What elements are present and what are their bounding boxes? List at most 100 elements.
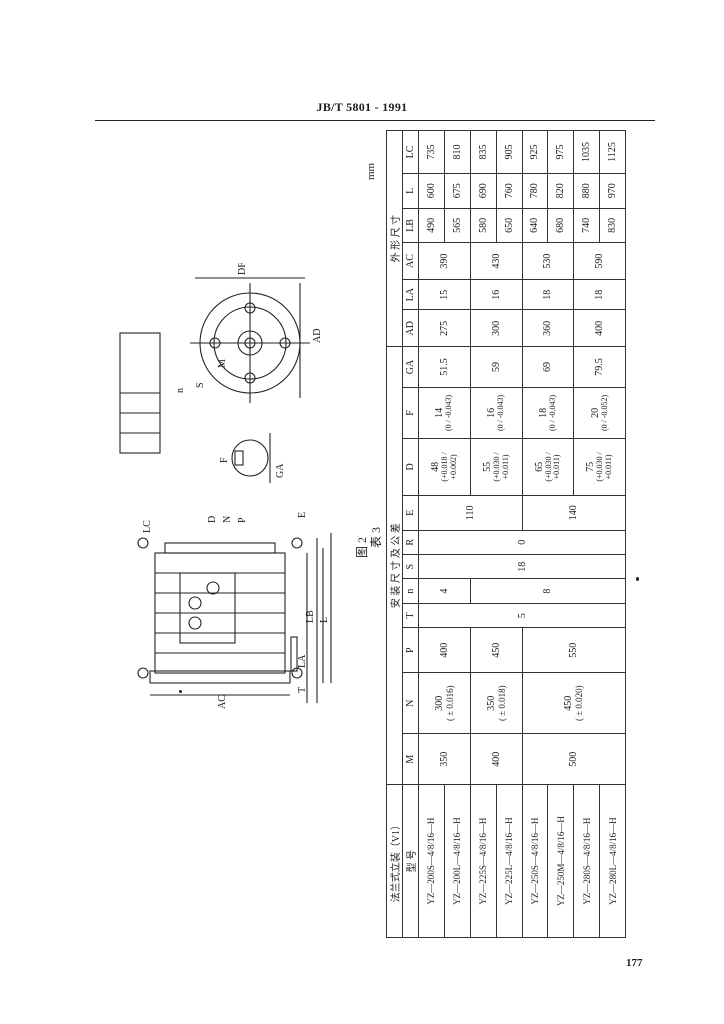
l-cell: 970 — [599, 173, 626, 209]
lb-cell: 680 — [547, 208, 574, 243]
ink-speck — [636, 577, 639, 581]
rotated-page-content: AC LB L LC LA T E D N P — [95, 128, 630, 938]
col-header: M — [402, 733, 419, 785]
label-ad: AD — [312, 329, 323, 343]
col-model: 型 号 — [402, 784, 419, 938]
corner-title: 法兰式立装（V1） — [386, 784, 403, 938]
unit-label: mm — [365, 162, 377, 180]
col-header: R — [402, 530, 419, 555]
shaft-extension — [290, 636, 298, 672]
label-t: T — [297, 687, 308, 693]
ac-cell: 390 — [418, 242, 471, 280]
ad-cell: 275 — [418, 309, 471, 347]
table-header-row-2: 型 号 M N P T n S R E D F GA AD LA AC LB L… — [402, 130, 419, 938]
col-header: L — [402, 173, 419, 209]
label-n: N — [222, 516, 233, 523]
p-cell: 450 — [470, 627, 522, 673]
l-cell: 690 — [470, 173, 497, 209]
document-header: JB/T 5801 - 1991 — [316, 100, 408, 114]
e-cell: 140 — [522, 495, 626, 531]
lc-cell: 905 — [496, 130, 522, 174]
col-header: N — [402, 672, 419, 734]
lc-cell: 925 — [522, 130, 548, 174]
lc-cell: 1035 — [573, 130, 600, 174]
flange-outline — [149, 670, 291, 684]
lb-cell: 490 — [418, 208, 445, 243]
n-count-cell: 8 — [470, 578, 626, 604]
model-cell: YZ—280L—4/8/16—H — [599, 784, 626, 938]
model-cell: YZ—280S—4/8/16—H — [573, 784, 600, 938]
header-rule — [95, 120, 655, 121]
col-header: n — [402, 578, 419, 604]
la-cell: 18 — [522, 279, 574, 310]
label-f: F — [219, 457, 230, 463]
lb-cell: 580 — [470, 208, 497, 243]
d-cell: 65(+0.030 / +0.011) — [522, 438, 574, 496]
l-cell: 675 — [444, 173, 471, 209]
model-cell: YZ—200S—4/8/16—H — [418, 784, 445, 938]
lb-cell: 640 — [522, 208, 548, 243]
lb-cell: 830 — [599, 208, 626, 243]
motor-end-view-drawing: AD DF S M n GA F — [119, 263, 323, 483]
ad-cell: 400 — [573, 309, 626, 347]
l-cell: 820 — [547, 173, 574, 209]
ga-cell: 51.5 — [418, 346, 471, 388]
model-cell: YZ—225S—4/8/16—H — [470, 784, 497, 938]
d-cell: 48(+0.018 / +0.002) — [418, 438, 471, 496]
label-d: D — [207, 516, 218, 523]
ga-cell: 79.5 — [573, 346, 626, 388]
shaft-section — [231, 439, 269, 477]
label-ac: AC — [217, 695, 228, 709]
label-l: L — [319, 617, 330, 623]
col-header: F — [402, 387, 419, 439]
lc-cell: 835 — [470, 130, 497, 174]
l-cell: 780 — [522, 173, 548, 209]
label-lc: LC — [142, 520, 153, 533]
d-cell: 75(+0.030 / +0.011) — [573, 438, 626, 496]
lb-cell: 650 — [496, 208, 522, 243]
n-count-cell: 4 — [418, 578, 471, 604]
lc-cell: 810 — [444, 130, 471, 174]
ga-cell: 69 — [522, 346, 574, 388]
ink-speck — [179, 690, 182, 693]
motor-side-view-drawing: AC LB L LC LA T E D N P — [137, 512, 332, 709]
page-number: 177 — [626, 957, 643, 969]
label-df: DF — [237, 263, 248, 275]
ga-cell: 59 — [470, 346, 522, 388]
end-cap-outline — [164, 542, 276, 554]
table-row: YZ—200S—4/8/16—H 350 300( ± 0.016) 400 5… — [418, 130, 626, 938]
terminal-box — [179, 572, 236, 644]
ac-cell: 530 — [522, 242, 574, 280]
p-cell: 550 — [522, 627, 626, 673]
install-group-header: 安 装 尺 寸 及 公 差 — [386, 346, 403, 785]
l-cell: 760 — [496, 173, 522, 209]
model-cell: YZ—225L—4/8/16—H — [496, 784, 522, 938]
m-cell: 400 — [470, 733, 522, 785]
table-title: 表 3 — [369, 526, 383, 548]
label-e: E — [297, 512, 308, 518]
col-header: GA — [402, 346, 419, 388]
col-header: D — [402, 438, 419, 496]
lc-cell: 975 — [547, 130, 574, 174]
label-p: P — [237, 517, 248, 523]
la-cell: 18 — [573, 279, 626, 310]
ad-cell: 360 — [522, 309, 574, 347]
col-header: LA — [402, 279, 419, 310]
label-lb: LB — [305, 610, 316, 623]
model-cell: YZ—250M—4/8/16—H — [547, 784, 574, 938]
col-header: E — [402, 495, 419, 531]
l-cell: 880 — [573, 173, 600, 209]
f-cell: 20(0 / -0.052) — [573, 387, 626, 439]
label-m: M — [217, 359, 228, 368]
col-header: LC — [402, 130, 419, 174]
t-cell: 5 — [418, 603, 626, 628]
col-header: AC — [402, 242, 419, 280]
d-cell: 55(+0.030 / +0.011) — [470, 438, 522, 496]
col-header: T — [402, 603, 419, 628]
lb-cell: 565 — [444, 208, 471, 243]
f-cell: 16(0 / -0.043) — [470, 387, 522, 439]
label-la: LA — [297, 654, 308, 668]
la-cell: 16 — [470, 279, 522, 310]
dimension-table: 法兰式立装（V1） 安 装 尺 寸 及 公 差 外 形 尺 寸 型 号 M N … — [386, 130, 626, 938]
table-header-row-1: 法兰式立装（V1） 安 装 尺 寸 及 公 差 外 形 尺 寸 — [386, 130, 403, 938]
